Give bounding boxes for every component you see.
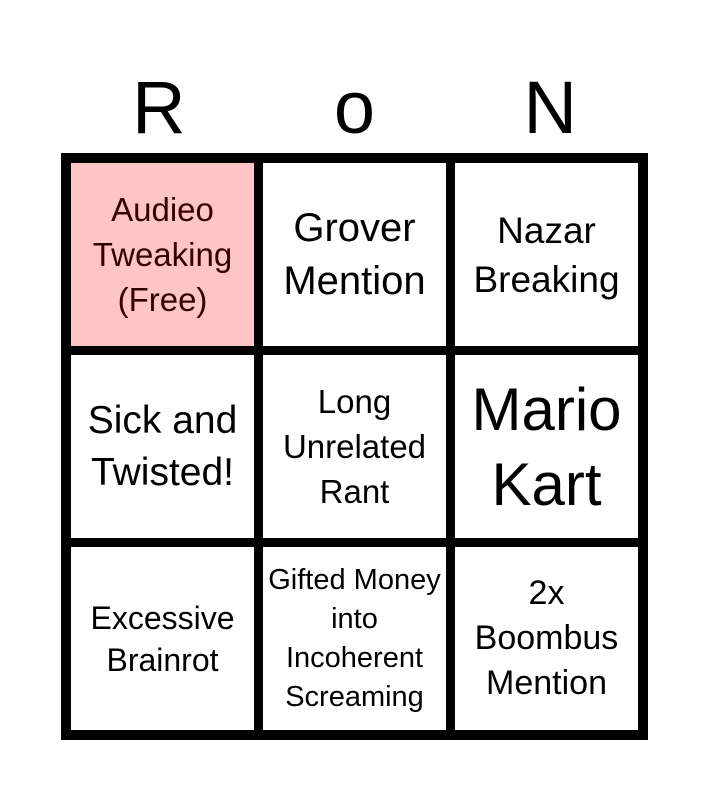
header-letter: N — [523, 66, 577, 149]
bingo-cell[interactable]: Long Unrelated Rant — [263, 355, 446, 538]
bingo-header: R o N — [61, 68, 648, 148]
bingo-cell[interactable]: Excessive Brainrot — [71, 547, 254, 730]
bingo-grid: Audieo Tweaking (Free) Grover Mention Na… — [61, 153, 648, 740]
bingo-cell[interactable]: Sick and Twisted! — [71, 355, 254, 538]
bingo-cell[interactable]: Grover Mention — [263, 163, 446, 346]
header-letter: R — [132, 66, 186, 149]
bingo-cell[interactable]: Mario Kart — [455, 355, 638, 538]
header-letter: o — [333, 66, 376, 149]
bingo-cell[interactable]: Nazar Breaking — [455, 163, 638, 346]
bingo-cell[interactable]: 2x Boombus Mention — [455, 547, 638, 730]
bingo-cell[interactable]: Gifted Money into Incoherent Screaming — [263, 547, 446, 730]
bingo-cell-free[interactable]: Audieo Tweaking (Free) — [71, 163, 254, 346]
